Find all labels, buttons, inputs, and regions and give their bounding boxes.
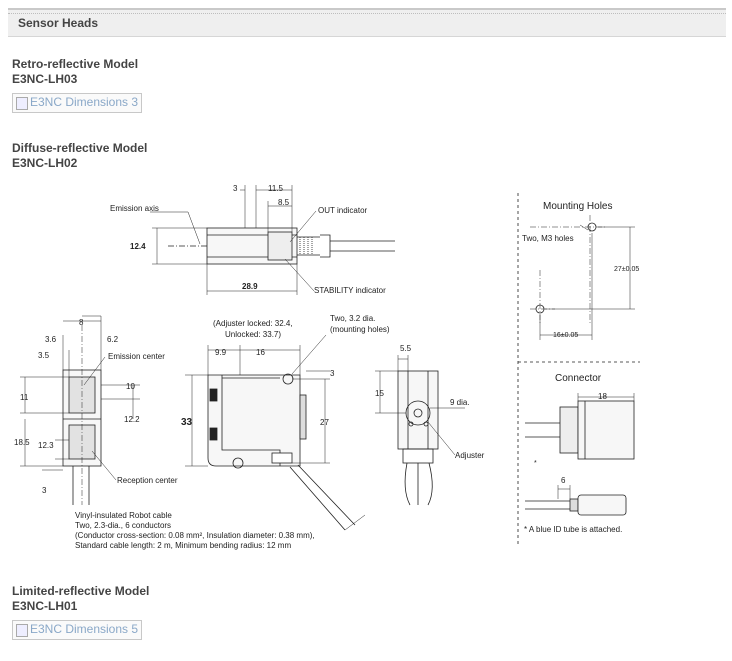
section-header: Sensor Heads	[8, 8, 726, 37]
dim-28-9: 28.9	[242, 282, 258, 291]
stability-indicator-label: STABILITY indicator	[314, 286, 386, 295]
adjuster-locked-note: (Adjuster locked: 32.4,	[213, 319, 293, 328]
dim-8: 8	[79, 318, 84, 327]
dim-18-5: 18.5	[14, 438, 30, 447]
dimension-drawing: 3 11.5 8.5 Emission axis OUT indicator 1…	[14, 184, 640, 550]
dim-33: 33	[181, 417, 193, 428]
reception-center-label: Reception center	[117, 476, 178, 485]
dim-12-4: 12.4	[130, 242, 146, 251]
image-alt-text: E3NC Dimensions 3	[30, 95, 139, 109]
model-code-limited: E3NC-LH01	[12, 599, 78, 613]
dim-12-3: 12.3	[38, 441, 54, 450]
broken-image-icon	[16, 97, 28, 110]
dim-3-6: 3.6	[45, 335, 57, 344]
dim-6-2: 6.2	[107, 335, 119, 344]
dim-8-5: 8.5	[278, 198, 290, 207]
dim-3-5: 3.5	[38, 351, 50, 360]
dim-10: 10	[126, 382, 135, 391]
dim-15: 15	[375, 389, 384, 398]
dim-3-top: 3	[233, 184, 238, 193]
emission-center-label: Emission center	[108, 352, 165, 361]
out-indicator-label: OUT indicator	[318, 206, 368, 215]
m3-holes-label: Two, M3 holes	[522, 234, 574, 243]
dim-6-connector: 6	[561, 476, 566, 485]
cable-note-3: (Conductor cross-section: 0.08 mm², Insu…	[75, 531, 315, 540]
dim-27: 27	[320, 418, 329, 427]
cable-note-2: Two, 2.3-dia., 6 conductors	[75, 521, 171, 530]
model-title-diffuse: Diffuse-reflective Model	[12, 141, 148, 155]
model-code-diffuse: E3NC-LH02	[12, 156, 78, 170]
emission-axis-label: Emission axis	[110, 204, 159, 213]
blue-id-tube-note: * A blue ID tube is attached.	[524, 525, 622, 534]
broken-image-dimensions-5[interactable]: E3NC Dimensions 5	[12, 620, 142, 640]
adjuster-label: Adjuster	[455, 451, 485, 460]
model-title-limited: Limited-reflective Model	[12, 584, 150, 598]
dim-16: 16	[256, 348, 265, 357]
dim-3-side: 3	[330, 369, 335, 378]
connector-title: Connector	[555, 373, 602, 384]
mounting-holes-note-2: (mounting holes)	[330, 325, 390, 334]
adjuster-unlocked-note: Unlocked: 33.7)	[225, 330, 281, 339]
mounting-holes-note-1: Two, 3.2 dia.	[330, 314, 375, 323]
dim-11: 11	[20, 393, 29, 402]
dim-18-connector: 18	[598, 392, 607, 401]
mounting-holes-title: Mounting Holes	[543, 201, 612, 212]
dim-9-9: 9.9	[215, 348, 227, 357]
model-title-retro: Retro-reflective Model	[12, 57, 139, 71]
dim-12-2: 12.2	[124, 415, 140, 424]
dim-9-dia: 9 dia.	[450, 398, 470, 407]
connector-asterisk: *	[534, 460, 537, 467]
dim-11-5: 11.5	[268, 184, 284, 193]
model-code-retro: E3NC-LH03	[12, 72, 78, 86]
cable-note-4: Standard cable length: 2 m, Minimum bend…	[75, 541, 291, 550]
dim-16-tol: 16±0.05	[553, 332, 578, 339]
dim-5-5: 5.5	[400, 344, 412, 353]
section-title: Sensor Heads	[18, 16, 99, 30]
broken-image-icon	[16, 624, 28, 637]
image-alt-text: E3NC Dimensions 5	[30, 622, 139, 636]
dim-3-bottom: 3	[42, 486, 47, 495]
cable-note-1: Vinyl-insulated Robot cable	[75, 511, 172, 520]
dim-27-tol: 27±0.05	[614, 266, 639, 273]
broken-image-dimensions-3[interactable]: E3NC Dimensions 3	[12, 93, 142, 113]
